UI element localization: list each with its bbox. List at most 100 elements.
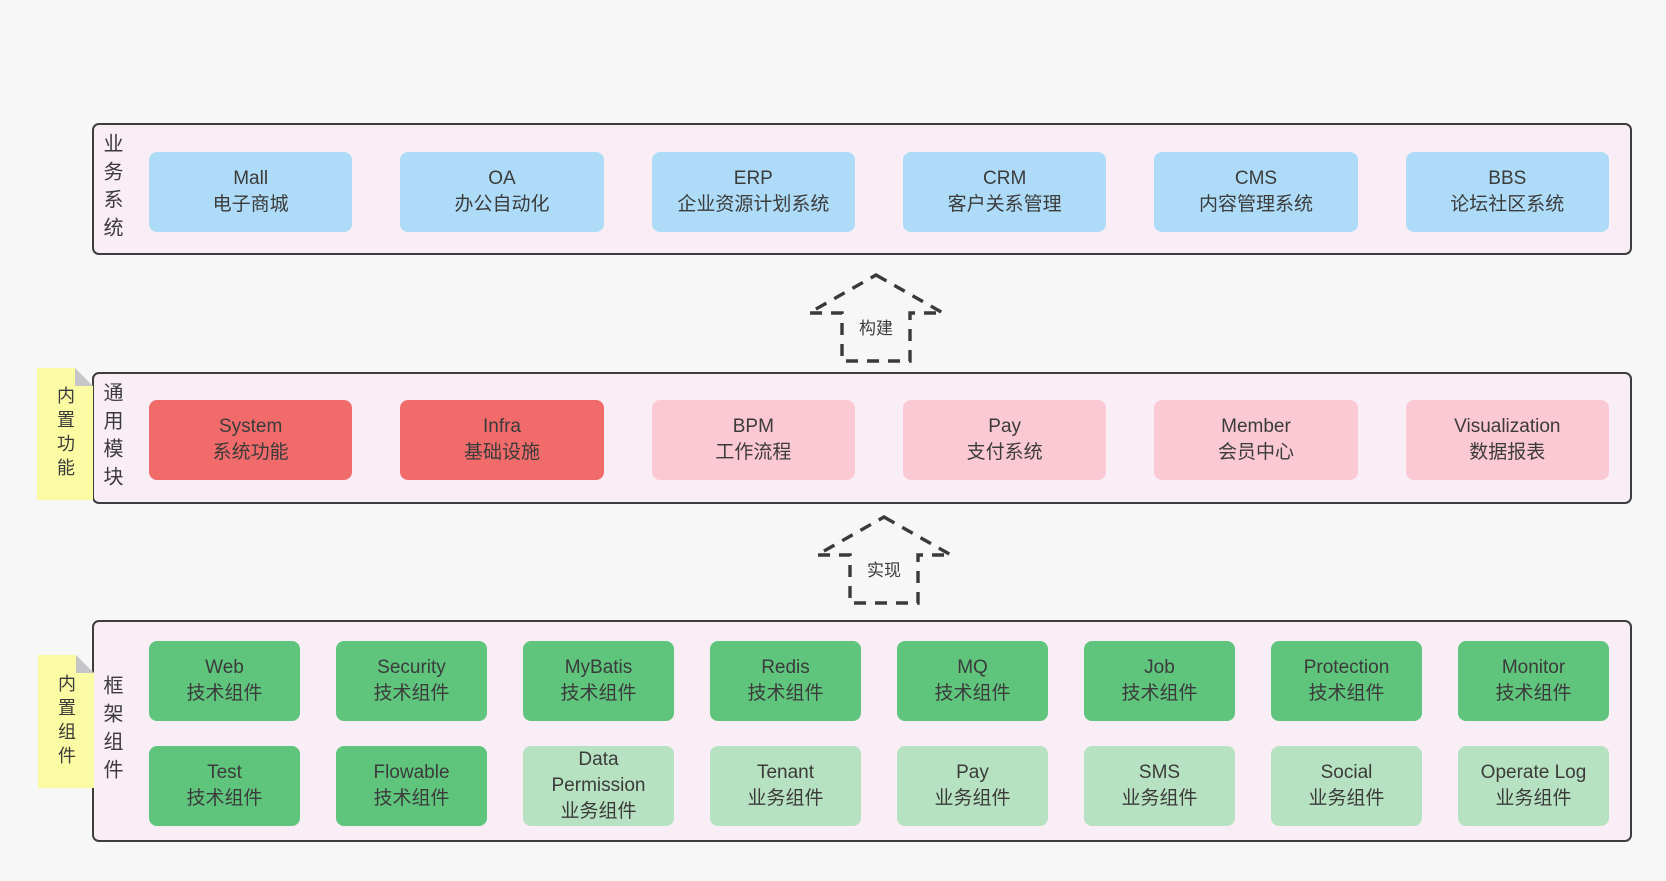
box-title: Web	[205, 657, 244, 678]
up-arrow-dashed-icon	[814, 515, 954, 605]
box-subtitle: 技术组件	[934, 683, 1011, 704]
up-arrow-dashed-icon	[806, 273, 946, 363]
sticky-builtin-components-label: 内置组件	[56, 673, 76, 770]
box-data-permission: Data Permission 业务组件	[523, 746, 674, 826]
box-title: Monitor	[1501, 657, 1566, 678]
box-subtitle: 技术组件	[373, 683, 450, 704]
box-cms: CMS 内容管理系统	[1154, 152, 1358, 232]
box-title: MQ	[957, 657, 988, 678]
box-title: CRM	[983, 168, 1027, 189]
folded-corner-icon	[75, 368, 93, 386]
box-title: Security	[377, 657, 446, 678]
box-subtitle: 电子商城	[212, 194, 289, 215]
box-title: Operate Log	[1480, 762, 1587, 783]
box-oa: OA 办公自动化	[400, 152, 604, 232]
box-pay: Pay 支付系统	[902, 400, 1107, 480]
box-title: Member	[1221, 416, 1291, 437]
box-subtitle: 客户关系管理	[947, 194, 1062, 215]
box-infra: Infra 基础设施	[400, 400, 604, 480]
box-member: Member 会员中心	[1154, 400, 1358, 480]
box-title: SMS	[1138, 762, 1181, 783]
box-web: Web 技术组件	[149, 641, 300, 721]
box-title: Mall	[233, 168, 269, 189]
box-security: Security 技术组件	[336, 641, 487, 721]
box-title: Pay	[956, 762, 989, 783]
box-subtitle: 技术组件	[560, 683, 637, 704]
arrow-build: 构建	[806, 272, 946, 364]
box-subtitle: 会员中心	[1217, 442, 1294, 463]
box-title: Test	[207, 762, 242, 783]
box-subtitle: 业务组件	[1121, 788, 1198, 809]
business-systems-row: Mall 电子商城 OA 办公自动化 ERP 企业资源计划系统 CRM 客户关系管理 CMS 内容…	[149, 152, 1609, 232]
box-mall: Mall 电子商城	[149, 152, 353, 232]
layer-business-label: 业务系统	[100, 133, 122, 245]
box-subtitle: 业务组件	[934, 788, 1011, 809]
box-title: Job	[1144, 657, 1175, 678]
box-erp: ERP 企业资源计划系统	[651, 152, 855, 232]
box-operate-log: Operate Log 业务组件	[1458, 746, 1609, 826]
box-system: System 系统功能	[149, 400, 353, 480]
box-mybatis: MyBatis 技术组件	[523, 641, 674, 721]
box-title: Pay	[988, 416, 1022, 437]
box-title: Infra	[482, 416, 521, 437]
box-subtitle: 技术组件	[373, 788, 450, 809]
box-job: Job 技术组件	[1084, 641, 1235, 721]
box-title: Tenant	[756, 762, 815, 783]
box-title: Data Permission	[551, 749, 646, 796]
box-subtitle: 业务组件	[1495, 788, 1572, 809]
box-title: ERP	[733, 168, 773, 189]
arrow-implement-label: 实现	[862, 554, 906, 583]
layer-modules-label: 通用模块	[100, 382, 122, 494]
box-subtitle: 业务组件	[747, 788, 824, 809]
layer-business-systems: 业务系统 Mall 电子商城 OA 办公自动化 ERP 企业资源计划系统 CRM 客户关系管理…	[92, 123, 1632, 255]
box-mq: MQ 技术组件	[897, 641, 1048, 721]
box-title: Visualization	[1454, 416, 1561, 437]
box-subtitle: 工作流程	[715, 442, 792, 463]
layer-common-modules: 通用模块 System 系统功能 Infra 基础设施 BPM 工作流程 Pay 支付系统 Me…	[92, 372, 1632, 504]
box-subtitle: 支付系统	[966, 442, 1043, 463]
box-subtitle: 业务组件	[560, 801, 637, 822]
box-title: MyBatis	[564, 657, 633, 678]
box-title: Social	[1320, 762, 1373, 783]
box-title: Flowable	[373, 762, 450, 783]
box-bpm: BPM 工作流程	[651, 400, 855, 480]
box-title: Redis	[761, 657, 810, 678]
box-subtitle: 业务组件	[1308, 788, 1385, 809]
arrow-build-label: 构建	[854, 312, 898, 341]
box-crm: CRM 客户关系管理	[902, 152, 1107, 232]
box-pay: Pay 业务组件	[897, 746, 1048, 826]
box-sms: SMS 业务组件	[1084, 746, 1235, 826]
box-social: Social 业务组件	[1271, 746, 1422, 826]
box-subtitle: 企业资源计划系统	[677, 194, 830, 215]
box-flowable: Flowable 技术组件	[336, 746, 487, 826]
sticky-note-builtin-features: 内置功能	[37, 368, 93, 500]
box-subtitle: 基础设施	[463, 442, 540, 463]
box-title: System	[218, 416, 283, 437]
box-subtitle: 办公自动化	[454, 194, 550, 215]
box-subtitle: 论坛社区系统	[1450, 194, 1565, 215]
box-subtitle: 技术组件	[1308, 683, 1385, 704]
box-subtitle: 技术组件	[186, 683, 263, 704]
arrow-implement: 实现	[814, 514, 954, 606]
common-modules-row: System 系统功能 Infra 基础设施 BPM 工作流程 Pay 支付系统 Member 会…	[149, 400, 1609, 480]
box-subtitle: 内容管理系统	[1198, 194, 1313, 215]
box-tenant: Tenant 业务组件	[710, 746, 861, 826]
box-protection: Protection 技术组件	[1271, 641, 1422, 721]
box-title: OA	[488, 168, 516, 189]
box-title: Protection	[1303, 657, 1390, 678]
box-subtitle: 技术组件	[186, 788, 263, 809]
box-subtitle: 系统功能	[212, 442, 289, 463]
box-subtitle: 技术组件	[1121, 683, 1198, 704]
box-test: Test 技术组件	[149, 746, 300, 826]
box-title: BPM	[732, 416, 774, 437]
box-title: CMS	[1234, 168, 1278, 189]
sticky-note-builtin-components: 内置组件	[38, 655, 94, 788]
